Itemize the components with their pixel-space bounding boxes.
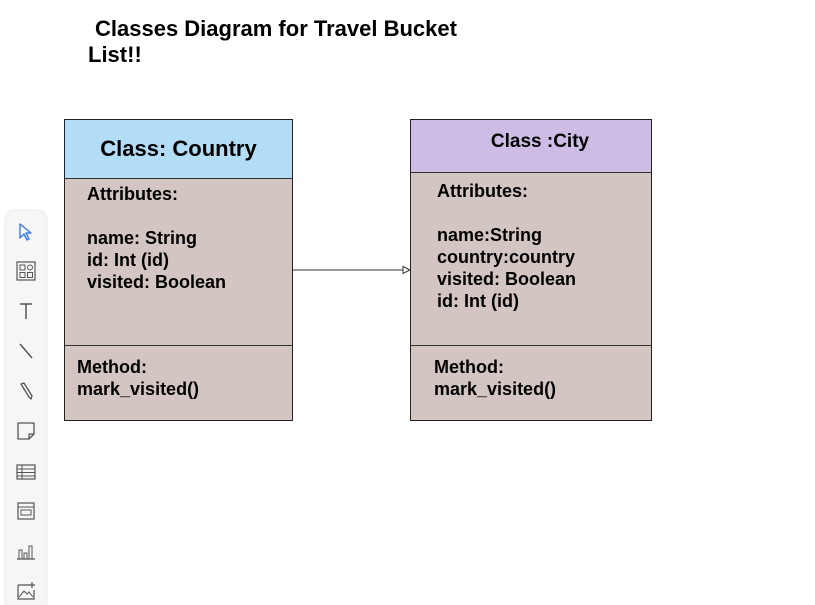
country-methods-label: Method: bbox=[77, 357, 147, 377]
city-attributes-section: Attributes: name:String country:country … bbox=[411, 173, 651, 346]
city-class-header: Class :City bbox=[411, 120, 651, 173]
shapes-icon[interactable] bbox=[14, 259, 38, 283]
container-icon[interactable] bbox=[14, 499, 38, 523]
diagram-title-line-1: Classes Diagram for Travel Bucket bbox=[95, 16, 457, 41]
city-method: mark_visited() bbox=[434, 379, 557, 399]
pointer-icon[interactable] bbox=[14, 220, 38, 244]
text-icon[interactable] bbox=[14, 299, 38, 323]
country-attributes-label: Attributes: bbox=[87, 184, 178, 204]
country-class-name: Class: Country bbox=[100, 136, 257, 161]
table-icon[interactable] bbox=[14, 460, 38, 484]
line-icon[interactable] bbox=[14, 339, 38, 363]
city-methods-section: Method: mark_visited() bbox=[411, 346, 651, 400]
country-attribute: name: String bbox=[87, 228, 198, 248]
city-attribute: country:country bbox=[437, 247, 576, 267]
tool-palette bbox=[6, 211, 46, 605]
country-attribute: id: Int (id) bbox=[87, 250, 169, 270]
country-attributes-section: Attributes: name: String id: Int (id) vi… bbox=[65, 179, 292, 346]
city-attribute: id: Int (id) bbox=[437, 291, 519, 311]
city-class-name: Class :City bbox=[490, 131, 590, 152]
sticky-note-icon[interactable] bbox=[14, 419, 38, 443]
city-methods-label: Method: bbox=[434, 357, 504, 377]
association-arrow[interactable] bbox=[292, 262, 412, 278]
country-methods-section: Method: mark_visited() bbox=[65, 346, 292, 400]
city-attribute: visited: Boolean bbox=[437, 269, 577, 289]
image-add-icon[interactable] bbox=[14, 579, 38, 603]
city-attributes-label: Attributes: bbox=[437, 181, 528, 201]
country-attribute: visited: Boolean bbox=[87, 272, 227, 292]
diagram-title: Classes Diagram for Travel Bucket List!! bbox=[88, 16, 558, 68]
country-class-header: Class: Country bbox=[65, 120, 292, 179]
city-attribute: name:String bbox=[437, 225, 543, 245]
pen-icon[interactable] bbox=[14, 379, 38, 403]
diagram-title-line-2: List!! bbox=[88, 42, 142, 67]
city-class-box[interactable]: Class :City Attributes: name:String coun… bbox=[410, 119, 652, 421]
country-method: mark_visited() bbox=[77, 379, 200, 399]
chart-icon[interactable] bbox=[14, 539, 38, 563]
country-class-box[interactable]: Class: Country Attributes: name: String … bbox=[64, 119, 293, 421]
